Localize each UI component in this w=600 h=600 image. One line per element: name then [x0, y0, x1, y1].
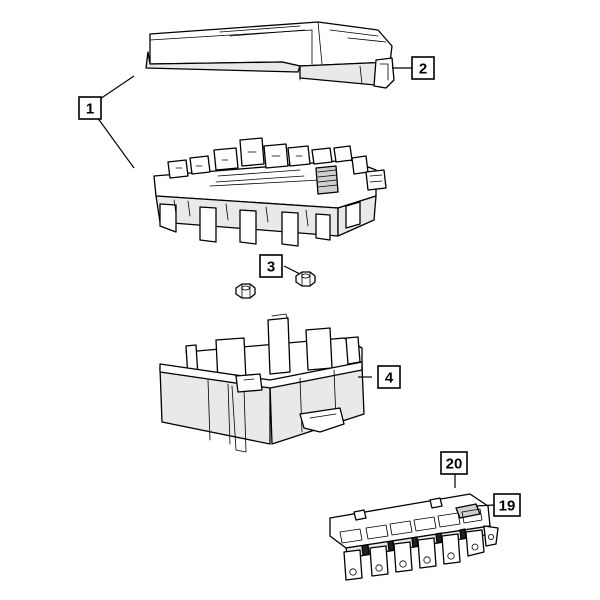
callout-20: 20 [440, 451, 468, 475]
nut-parts [235, 271, 316, 299]
callout-1: 1 [78, 96, 102, 120]
tray-part [159, 313, 365, 453]
fuse-terminals [343, 525, 499, 581]
callout-3-label: 3 [267, 259, 275, 276]
fuse-strip-part [329, 493, 499, 581]
nut-right [295, 271, 316, 287]
callout-4-label: 4 [385, 370, 394, 387]
callout-2: 2 [411, 56, 435, 80]
callout-3: 3 [259, 254, 283, 278]
leader-lines [96, 67, 495, 507]
callout-19-label: 19 [499, 498, 516, 515]
callout-4: 4 [377, 365, 401, 389]
fuse-block-part [153, 137, 387, 247]
cover-part [145, 21, 395, 89]
nut-left [235, 283, 256, 299]
callout-20-label: 20 [446, 456, 463, 473]
callout-1-label: 1 [86, 101, 94, 118]
callout-19: 19 [493, 493, 521, 517]
callout-2-label: 2 [419, 61, 427, 78]
